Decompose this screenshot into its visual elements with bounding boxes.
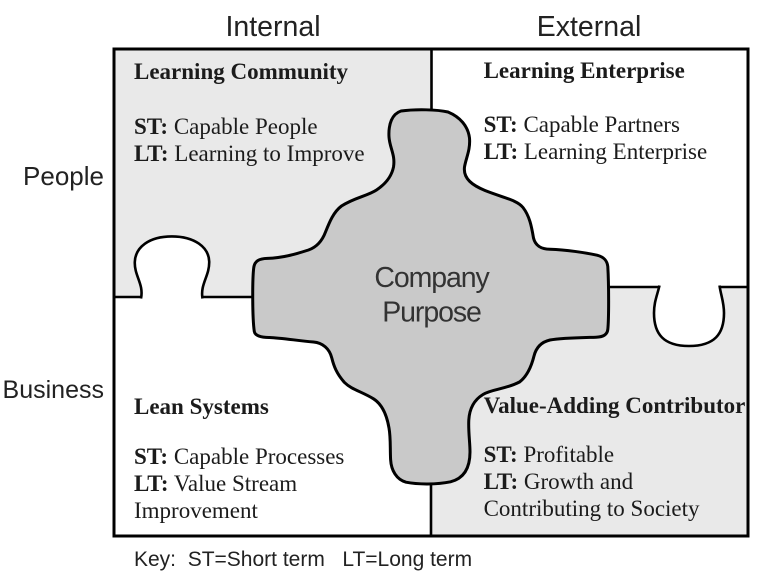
svg-text:Company: Company [374, 262, 490, 294]
svg-text:ST: Profitable: ST: Profitable [484, 442, 615, 467]
svg-text:Lean Systems: Lean Systems [134, 394, 269, 419]
svg-text:LT: Learning to Improve: LT: Learning to Improve [134, 141, 365, 166]
svg-text:ST: Capable People: ST: Capable People [134, 114, 318, 139]
svg-text:Value-Adding Contributor: Value-Adding Contributor [484, 393, 746, 418]
svg-text:ST: Capable Processes: ST: Capable Processes [134, 444, 344, 469]
svg-text:People: People [23, 161, 104, 191]
svg-text:Business: Business [3, 376, 104, 404]
svg-text:Learning Community: Learning Community [134, 59, 349, 84]
svg-text:Improvement: Improvement [134, 498, 259, 523]
svg-text:LT: Growth and: LT: Growth and [484, 469, 634, 494]
svg-text:Contributing to Society: Contributing to Society [484, 496, 700, 521]
svg-text:Internal: Internal [225, 11, 320, 43]
svg-text:Purpose: Purpose [382, 297, 481, 329]
svg-text:Key: ST=Short term LT=Long: Key: ST=Short term LT=Long term [134, 548, 472, 571]
svg-text:External: External [537, 11, 642, 43]
svg-text:Learning Enterprise: Learning Enterprise [484, 58, 685, 83]
svg-text:LT: Learning Enterprise: LT: Learning Enterprise [484, 139, 708, 164]
svg-text:ST: Capable Partners: ST: Capable Partners [484, 112, 680, 137]
svg-text:LT: Value Stream: LT: Value Stream [134, 471, 297, 496]
